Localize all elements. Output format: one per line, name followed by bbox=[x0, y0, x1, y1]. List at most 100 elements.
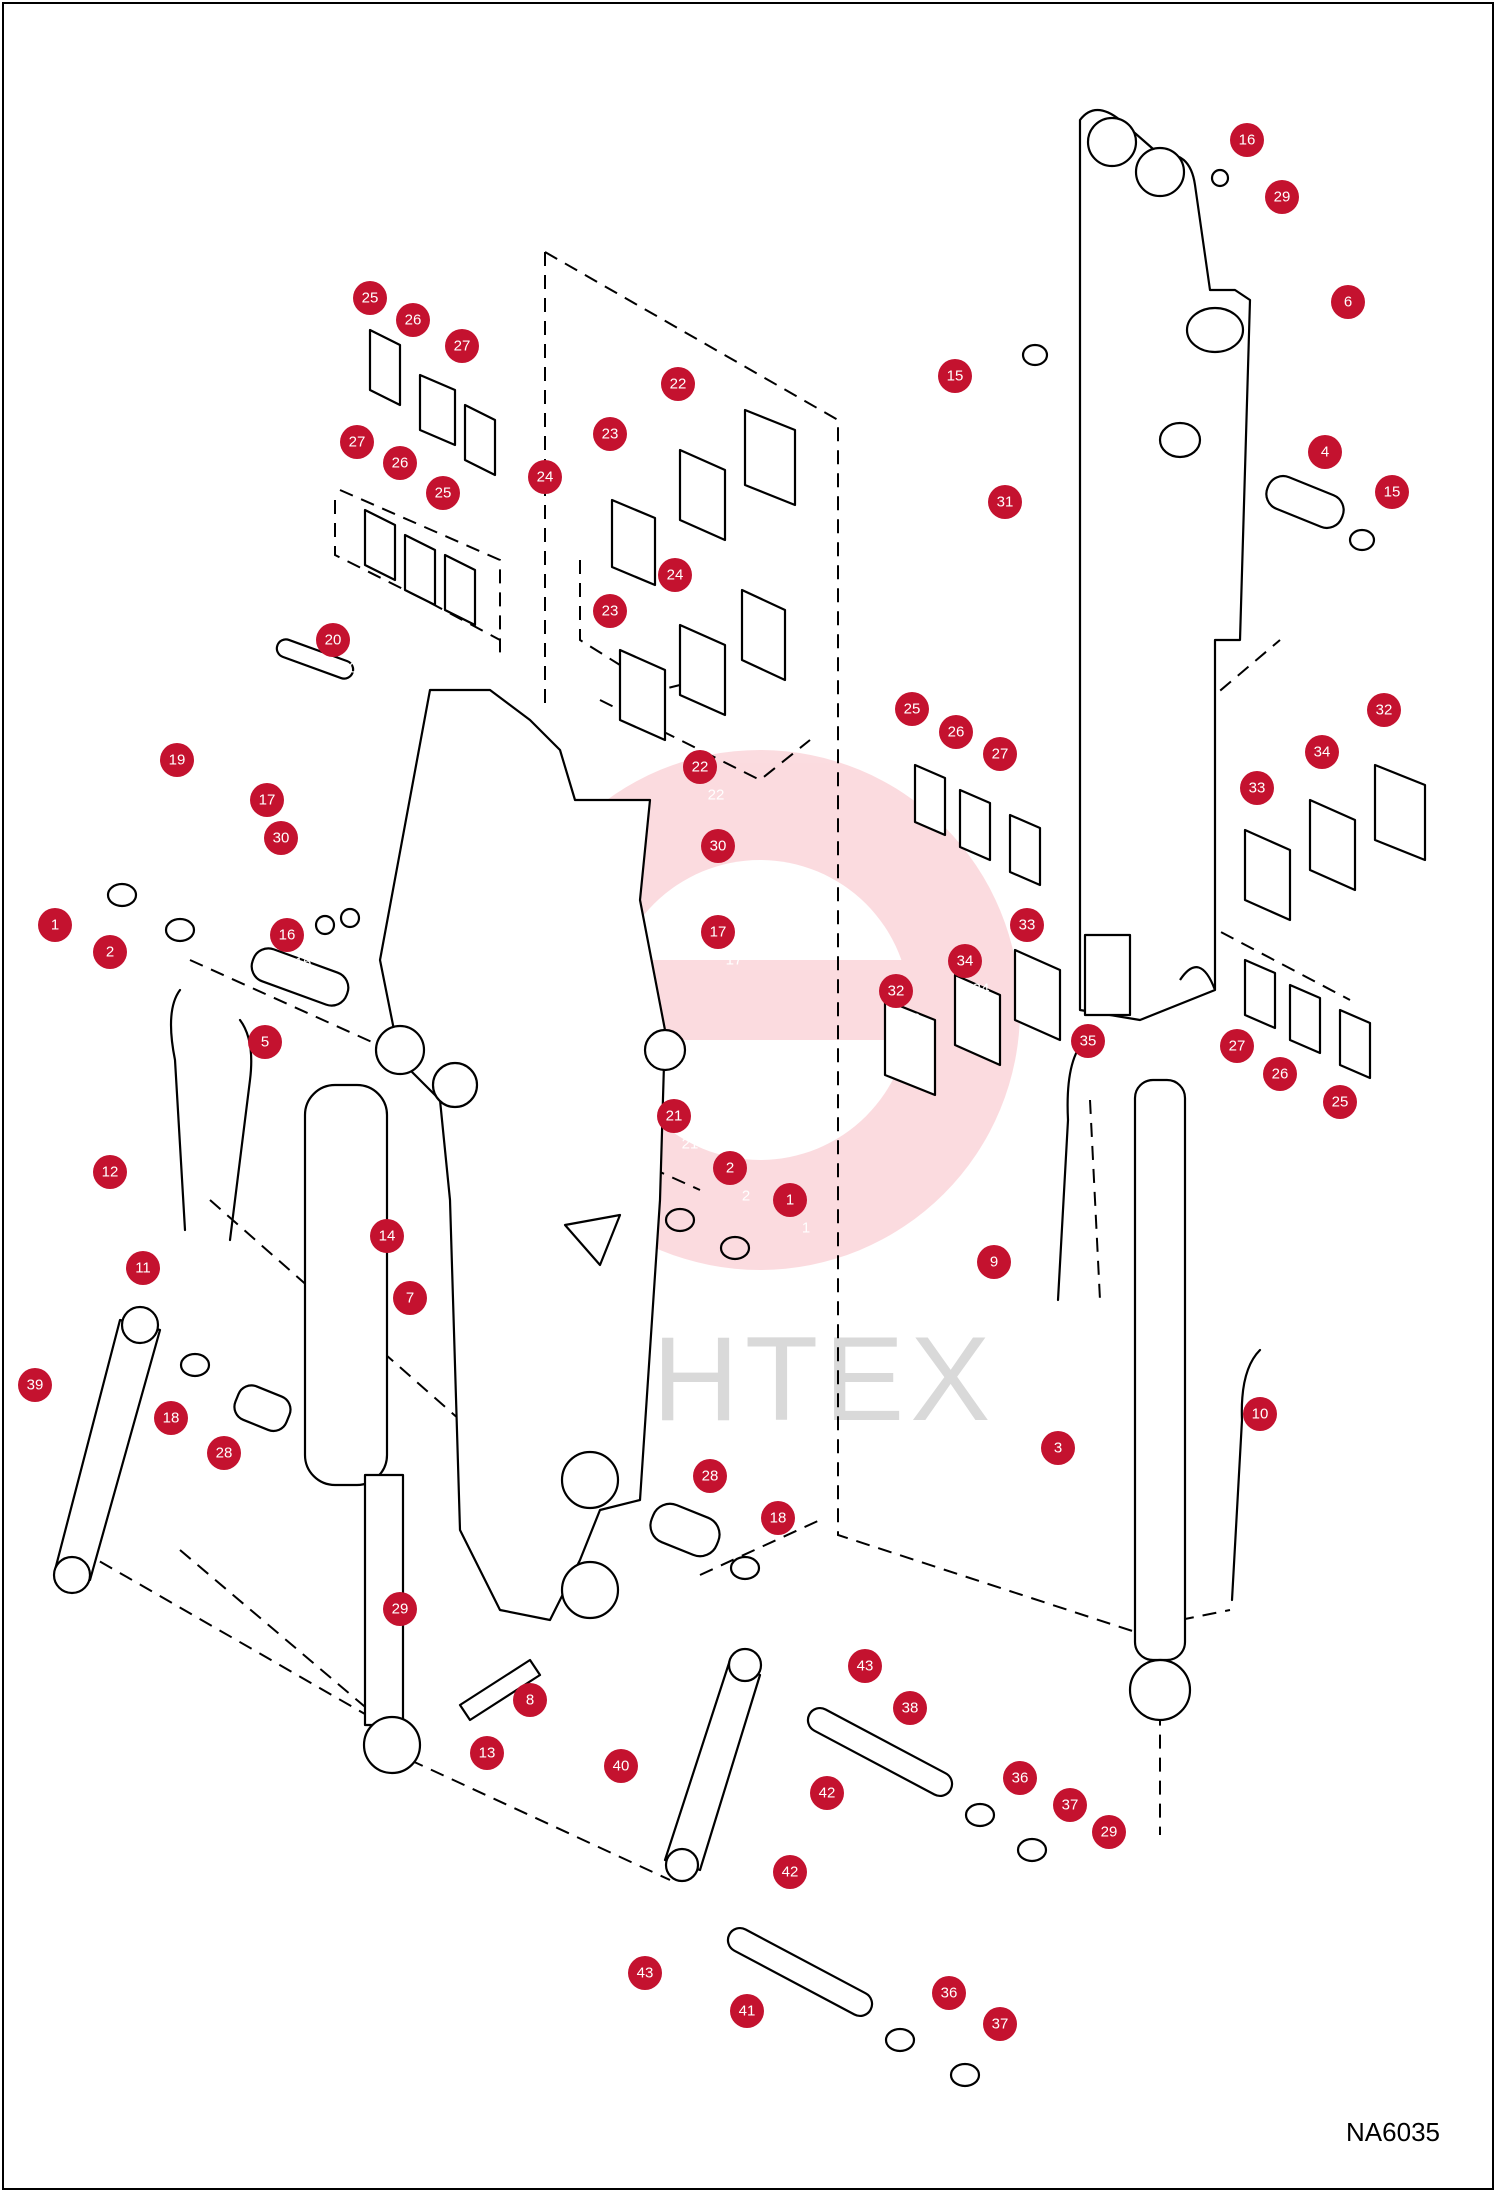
part-number-label: 35 bbox=[1096, 1061, 1113, 1078]
part-number-label: 2 bbox=[742, 1188, 750, 1205]
callout-badge-number: 26 bbox=[392, 455, 409, 472]
callout-badge bbox=[1071, 1024, 1105, 1058]
part-number-label: 27 bbox=[365, 462, 382, 479]
part-number-label: 26 bbox=[408, 483, 425, 500]
part-number-label: 9 bbox=[1006, 1282, 1014, 1299]
boom-cylinder bbox=[1128, 1078, 1192, 1722]
callout-badge bbox=[932, 1976, 966, 2010]
callout-badge-number: 15 bbox=[947, 368, 964, 385]
callout-badge bbox=[470, 1736, 504, 1770]
callout-badge bbox=[658, 558, 692, 592]
callout-badge bbox=[207, 1436, 241, 1470]
part-number-label: 37 bbox=[1078, 1825, 1095, 1842]
part-number-label: 18 bbox=[179, 1438, 196, 1455]
drawing-code: NA6035 bbox=[1346, 2117, 1440, 2147]
boom-arm bbox=[1078, 108, 1252, 1022]
callout-badge bbox=[810, 1776, 844, 1810]
callout-badge bbox=[1220, 1029, 1254, 1063]
callout-badge-number: 34 bbox=[1314, 744, 1331, 761]
part-number-label: 12 bbox=[118, 1192, 135, 1209]
callout-6: 66 bbox=[1331, 285, 1368, 339]
part-number-label: 32 bbox=[1392, 730, 1409, 747]
callout-badge-number: 18 bbox=[163, 1410, 180, 1427]
part-number-label: 37 bbox=[1008, 2044, 1025, 2061]
part-number-label: 28 bbox=[232, 1473, 249, 1490]
part-number-label: 23 bbox=[618, 631, 635, 648]
callout-badge bbox=[593, 594, 627, 628]
part-number-label: 23 bbox=[618, 454, 635, 471]
part-number-label: 29 bbox=[1290, 217, 1307, 234]
callout-badge-number: 3 bbox=[1054, 1440, 1062, 1457]
callout-badge bbox=[154, 1401, 188, 1435]
callout-badge-number: 17 bbox=[259, 792, 276, 809]
callout-badge-number: 23 bbox=[602, 603, 619, 620]
callout-badge-number: 29 bbox=[1274, 189, 1291, 206]
callout-badge-number: 32 bbox=[888, 983, 905, 1000]
callout-badge bbox=[683, 750, 717, 784]
callout-badge-number: 21 bbox=[666, 1108, 683, 1125]
part-number-label: 39 bbox=[43, 1405, 60, 1422]
callout-badge bbox=[938, 359, 972, 393]
callout-badge-number: 11 bbox=[135, 1260, 151, 1277]
callout-badge bbox=[1010, 908, 1044, 942]
callout-badge-number: 18 bbox=[770, 1510, 787, 1527]
callout-badge-number: 8 bbox=[526, 1692, 534, 1709]
callout-badge bbox=[1263, 1057, 1297, 1091]
callout-badge bbox=[250, 783, 284, 817]
callout-badge bbox=[383, 446, 417, 480]
callout-badge-number: 42 bbox=[819, 1785, 836, 1802]
callout-29: 29 29 bbox=[1265, 180, 1306, 234]
callout-badge bbox=[701, 915, 735, 949]
callout-badge-number: 23 bbox=[602, 426, 619, 443]
callout-badge bbox=[713, 1151, 747, 1185]
callout-badge bbox=[1003, 1761, 1037, 1795]
part-number-label: 16 bbox=[1255, 160, 1272, 177]
callout-badge bbox=[270, 918, 304, 952]
callout-badge bbox=[895, 692, 929, 726]
callout-badge-number: 29 bbox=[1101, 1824, 1118, 1841]
callout-badge-number: 39 bbox=[27, 1377, 44, 1394]
callout-badge-number: 37 bbox=[1062, 1797, 1079, 1814]
callout-9: 99 bbox=[977, 1245, 1014, 1299]
callout-1: 11 bbox=[773, 1183, 810, 1237]
callout-badge bbox=[657, 1099, 691, 1133]
callout-badge bbox=[1265, 180, 1299, 214]
callout-badge bbox=[1092, 1815, 1126, 1849]
callout-badge-number: 37 bbox=[992, 2016, 1009, 2033]
callout-badge bbox=[18, 1368, 52, 1402]
callout-badge-number: 14 bbox=[379, 1228, 396, 1245]
callout-badge-number: 26 bbox=[1272, 1066, 1289, 1083]
callout-badge-number: 25 bbox=[1332, 1094, 1349, 1111]
callout-26: 26 26 bbox=[383, 446, 424, 500]
callout-badge bbox=[393, 1281, 427, 1315]
callout-badge bbox=[513, 1683, 547, 1717]
callout-badge bbox=[126, 1251, 160, 1285]
part-number-label: 29 bbox=[1117, 1852, 1134, 1869]
pins bbox=[233, 474, 1345, 2018]
callout-badge-number: 16 bbox=[279, 927, 296, 944]
dipper-arm bbox=[374, 688, 687, 1622]
part-number-label: 38 bbox=[918, 1728, 935, 1745]
part-number-label: 25 bbox=[378, 318, 395, 335]
part-number-label: 15 bbox=[963, 396, 980, 413]
part-number-label: 26 bbox=[421, 340, 438, 357]
